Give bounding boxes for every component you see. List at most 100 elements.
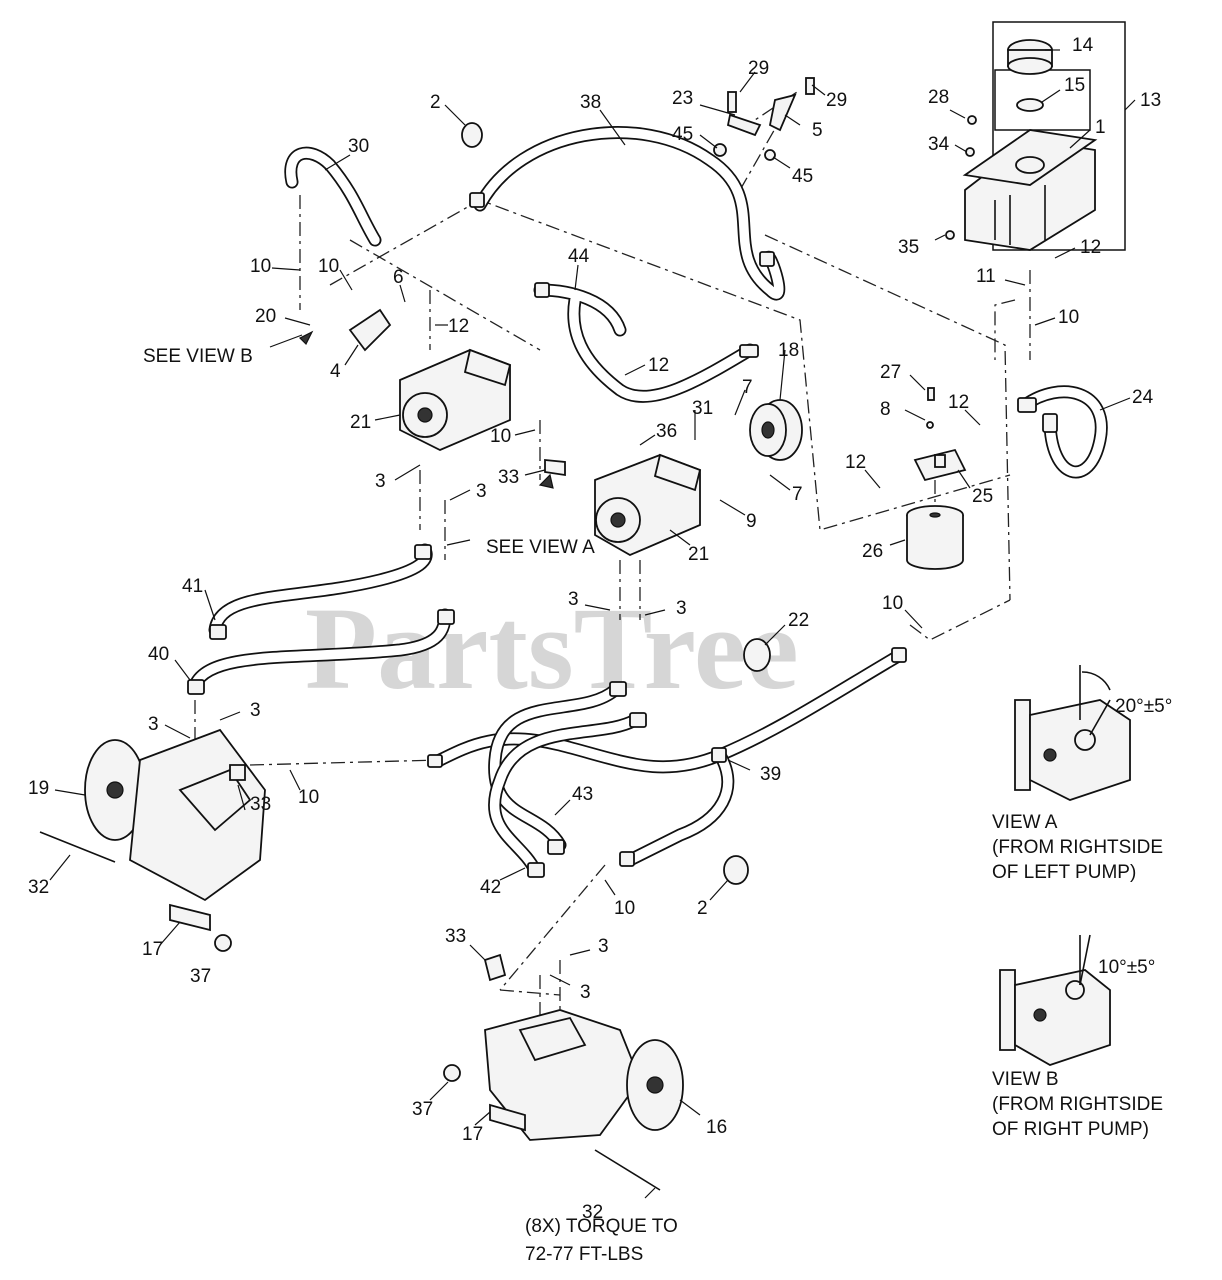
callout-10-hose: 10 (298, 787, 319, 808)
leader-lines (49, 49, 1136, 1199)
callout-12-filter-left: 12 (845, 452, 866, 473)
bolt-29a (727, 91, 737, 113)
view-b-line2: OF RIGHT PUMP) (992, 1119, 1149, 1140)
callout-12-reservoir: 12 (1080, 237, 1101, 258)
callout-35: 35 (898, 237, 919, 258)
callout-10-reservoir: 10 (1058, 307, 1079, 328)
nut-45a (713, 143, 727, 157)
callout-11: 11 (976, 266, 996, 287)
callout-2-bottom: 2 (697, 898, 708, 919)
grommet-2b (723, 855, 749, 885)
callout-18: 18 (778, 340, 799, 361)
spacer-17a (169, 903, 211, 932)
hose-41 (208, 543, 433, 637)
hose-30 (284, 146, 382, 247)
callout-4: 4 (330, 361, 341, 382)
callout-8: 8 (880, 399, 891, 420)
callout-3-c: 3 (568, 589, 579, 610)
view-a-inset (1014, 665, 1131, 801)
callout-42: 42 (480, 877, 501, 898)
hose-24 (1018, 385, 1108, 479)
callout-33-bottom: 33 (445, 926, 466, 947)
spacer-17b (489, 1103, 526, 1132)
callout-31: 31 (692, 398, 713, 419)
callout-14: 14 (1072, 35, 1094, 56)
callout-3-d: 3 (676, 598, 687, 619)
callout-3-f: 3 (250, 700, 261, 721)
callout-37-left: 37 (190, 966, 211, 987)
nut-37b (443, 1064, 461, 1082)
callout-34: 34 (928, 134, 950, 155)
callout-3-e: 3 (148, 714, 159, 735)
oil-filter (906, 505, 964, 570)
transaxle-left (84, 728, 266, 902)
callout-45-left: 45 (672, 124, 693, 145)
torque-note-line2: 72-77 FT-LBS (525, 1244, 643, 1265)
hose-42 (488, 713, 642, 877)
callout-12-filter-top: 12 (948, 392, 969, 413)
reservoir-cap (1007, 39, 1053, 75)
callout-21-lower: 21 (688, 544, 709, 565)
callout-38: 38 (580, 92, 601, 113)
callout-10-pump: 10 (490, 426, 511, 447)
callout-37-bottom: 37 (412, 1099, 433, 1120)
hose-44 (533, 283, 757, 403)
callout-32-bottom: 32 (582, 1202, 603, 1223)
pulley (749, 399, 803, 461)
callout-43: 43 (572, 784, 593, 805)
arm-23 (726, 113, 762, 137)
callout-7-top: 7 (742, 377, 753, 398)
view-a-title: VIEW A (992, 812, 1058, 833)
callout-41: 41 (182, 576, 203, 597)
elbow-33a (229, 764, 246, 781)
hydraulic-reservoir (962, 21, 1126, 251)
callout-15: 15 (1064, 75, 1085, 96)
callout-12-pump-upper: 12 (448, 316, 469, 337)
callout-12-hose: 12 (648, 355, 669, 376)
callout-10-bottom: 10 (614, 898, 635, 919)
callout-32-left: 32 (28, 877, 49, 898)
callout-3-g: 3 (598, 936, 609, 957)
callout-40: 40 (148, 644, 169, 665)
view-b-arrow (298, 330, 314, 346)
hose-38 (473, 126, 786, 301)
filter-base (913, 387, 967, 482)
hose-40 (188, 608, 452, 692)
cap-gasket (1016, 98, 1044, 112)
bracket-4 (348, 308, 392, 352)
callout-3-b: 3 (476, 481, 487, 502)
view-b-line1: (FROM RIGHTSIDE (992, 1094, 1163, 1115)
callout-27: 27 (880, 362, 901, 383)
callout-39: 39 (760, 764, 781, 785)
torque-note-line1: (8X) TORQUE TO (525, 1216, 678, 1237)
callout-10-mid: 10 (318, 256, 339, 277)
callout-24: 24 (1132, 387, 1154, 408)
callout-45-right: 45 (792, 166, 813, 187)
callout-23: 23 (672, 88, 693, 109)
callout-29-right: 29 (826, 90, 847, 111)
arm-5 (768, 93, 797, 132)
bolt-28 (967, 115, 977, 125)
callout-36: 36 (656, 421, 677, 442)
view-a-line2: OF LEFT PUMP) (992, 862, 1136, 883)
callout-33-left: 33 (250, 794, 271, 815)
view-a-arrow (538, 473, 554, 489)
grommet-22 (743, 638, 771, 672)
elbow-33c (483, 953, 507, 982)
note-see-view-a: SEE VIEW A (486, 537, 595, 558)
view-b-title: VIEW B (992, 1069, 1059, 1090)
callout-25: 25 (972, 486, 993, 507)
callout-44: 44 (568, 246, 590, 267)
callout-21-upper: 21 (350, 412, 371, 433)
callout-28: 28 (928, 87, 949, 108)
callout-3-a: 3 (375, 471, 386, 492)
hydraulic-pump-upper (399, 348, 512, 451)
callout-9: 9 (746, 511, 757, 532)
note-see-view-b: SEE VIEW B (143, 346, 253, 367)
callout-33-upper: 33 (498, 467, 519, 488)
view-b-angle: 10°±5° (1098, 957, 1155, 978)
callout-1: 1 (1095, 117, 1106, 138)
callout-26: 26 (862, 541, 883, 562)
nut-45b (764, 149, 776, 161)
